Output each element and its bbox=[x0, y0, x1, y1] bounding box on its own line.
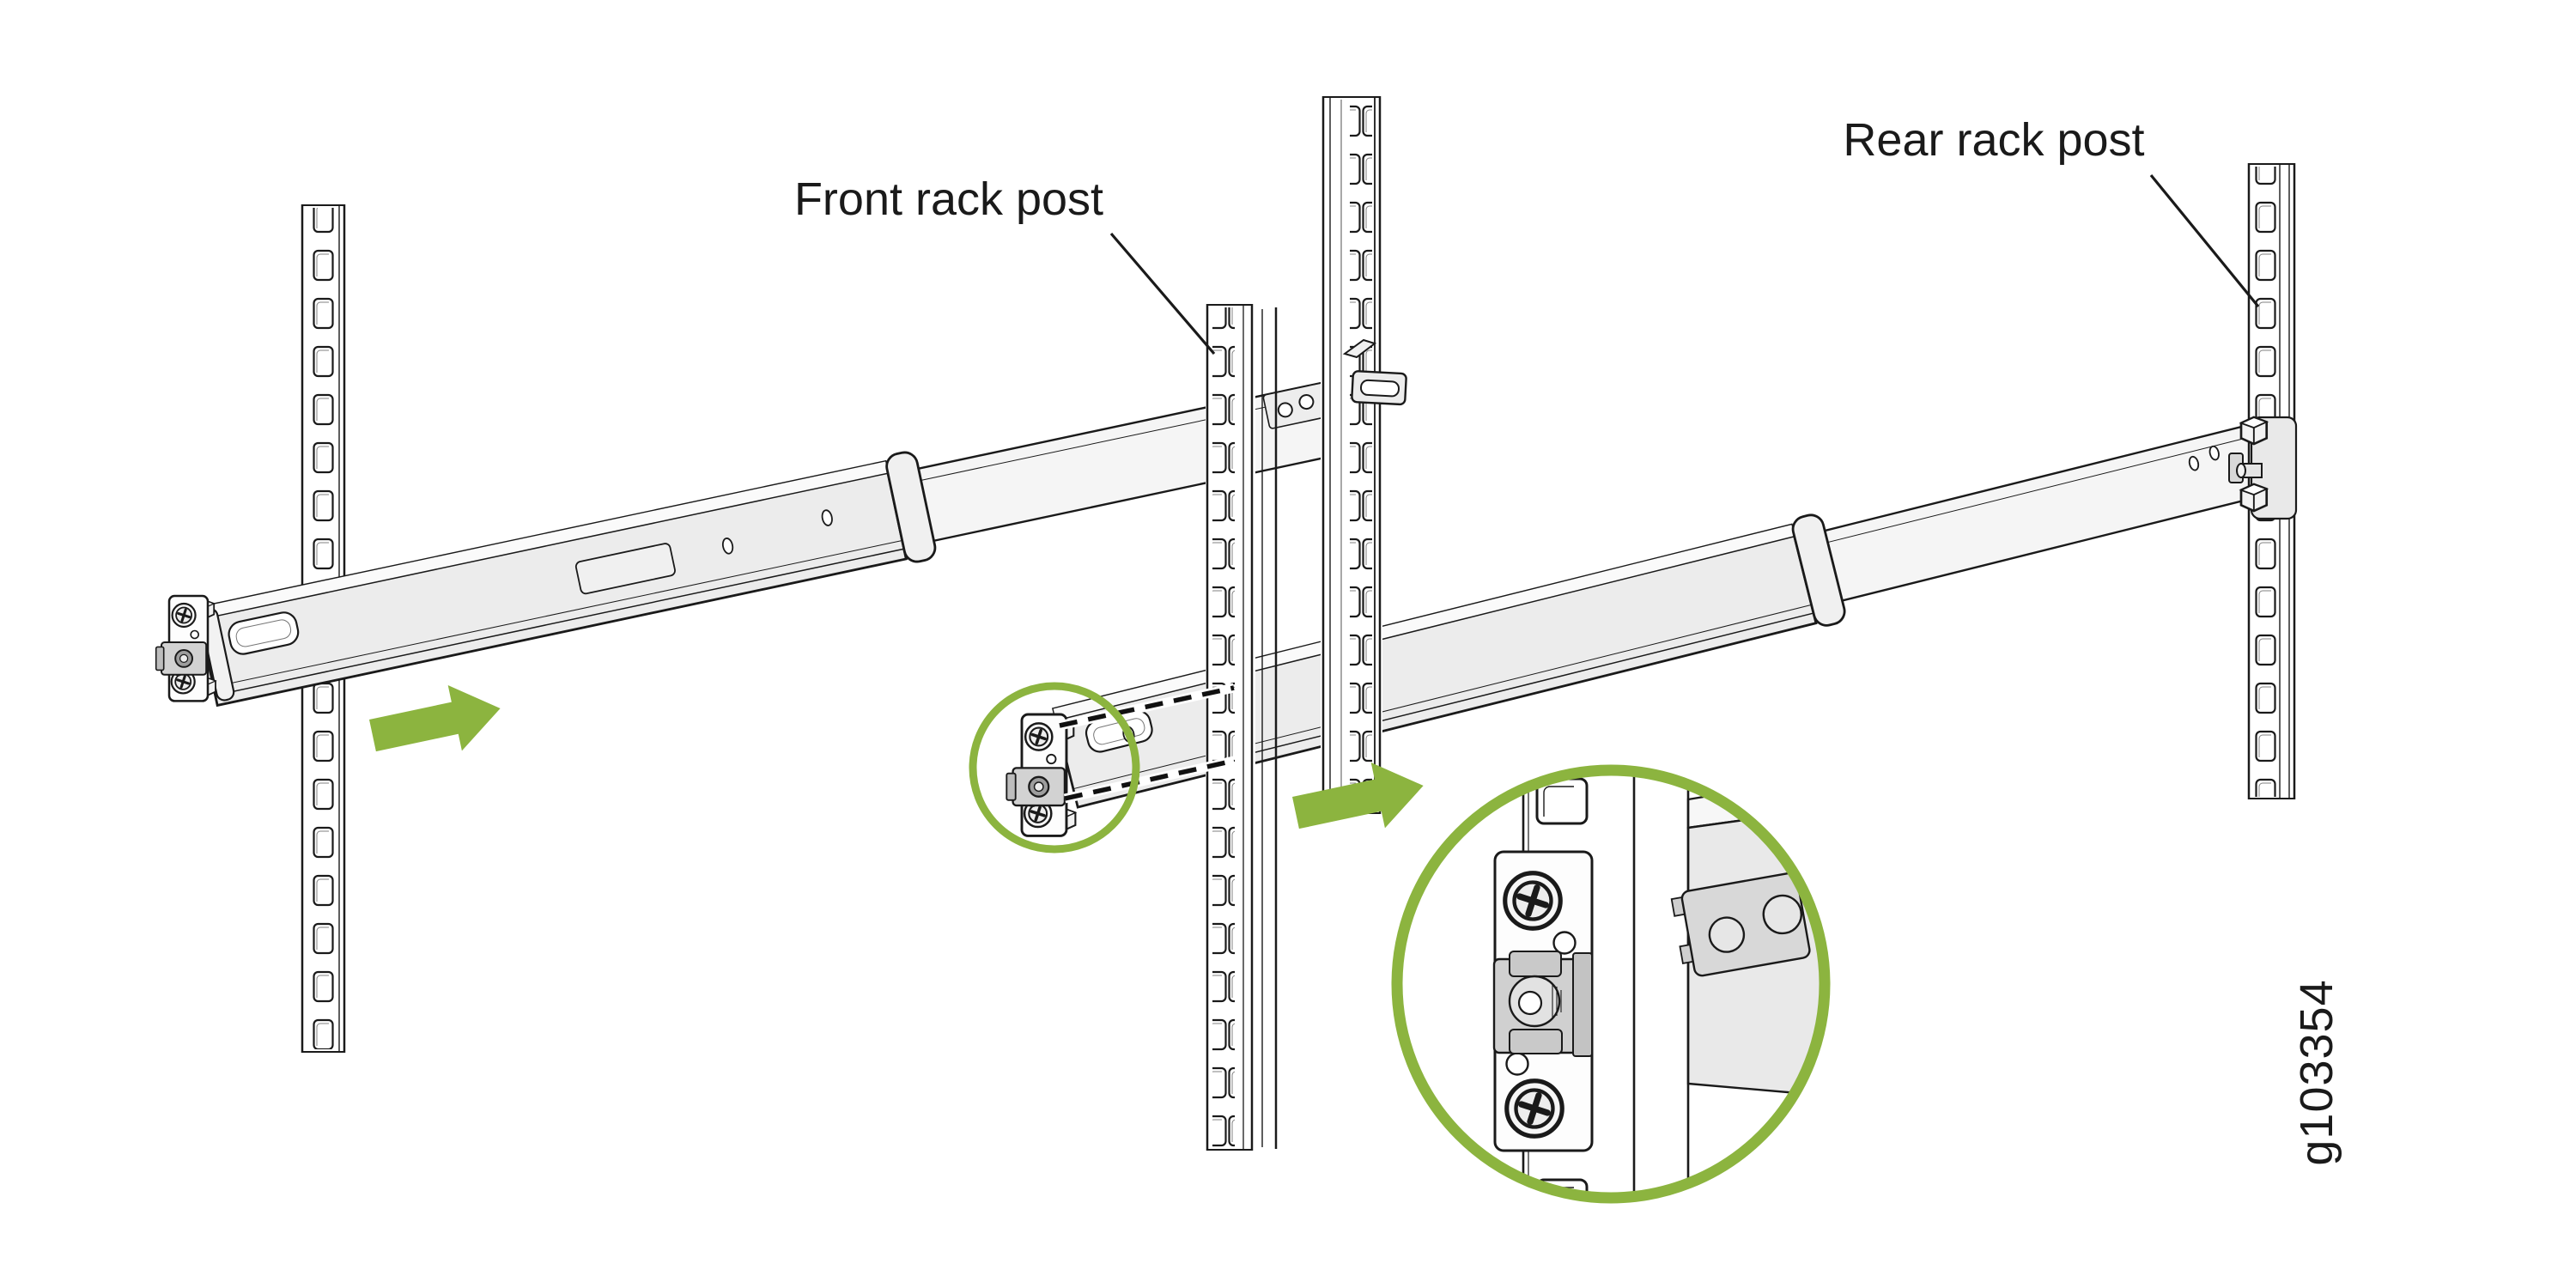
detail-callout-circle-small bbox=[969, 682, 1140, 854]
alignment-dashed-line-top bbox=[1059, 685, 1235, 728]
magnified-phillips-screw-icon bbox=[1505, 873, 1561, 929]
left-rail-front-bracket bbox=[156, 596, 216, 701]
left-rail-inner-section bbox=[914, 374, 1376, 544]
rear-peg-icon bbox=[2239, 483, 2269, 513]
magnifier-ring bbox=[1391, 764, 1831, 1204]
front-label-pointer-line bbox=[1109, 232, 1216, 355]
center-tall-rack-post bbox=[1321, 96, 1382, 814]
figure-id: g103354 bbox=[2291, 979, 2342, 1165]
magnified-phillips-screw-icon bbox=[1507, 1081, 1563, 1137]
front-rack-post-label: Front rack post bbox=[794, 173, 1103, 225]
post-hole-strip bbox=[1212, 307, 1235, 1147]
slide-direction-arrow-left-icon bbox=[365, 675, 507, 769]
right-rail-inner-section bbox=[1820, 424, 2263, 603]
right-rail-outer-section bbox=[1051, 523, 1818, 809]
magnifier-circle bbox=[1391, 764, 1831, 1204]
center-front-rack-post bbox=[1206, 304, 1278, 1151]
rear-peg-icon bbox=[2239, 416, 2269, 446]
telescope-joint-cap bbox=[1791, 513, 1846, 627]
rail-slot-window bbox=[228, 611, 300, 655]
annotations: Front rack post Rear rack post g103354 bbox=[794, 114, 2342, 1166]
right-rail-front-bracket bbox=[1006, 714, 1075, 835]
rear-pin-icon bbox=[2236, 463, 2246, 478]
rail-window bbox=[574, 543, 676, 595]
telescope-joint-cap bbox=[885, 451, 937, 563]
right-rail-rear-attachment bbox=[2228, 416, 2298, 520]
alignment-dashed-lines bbox=[1058, 683, 1236, 804]
post-hole-strip bbox=[1350, 101, 1372, 812]
magnified-cage-latch bbox=[1492, 951, 1594, 1057]
rear-rack-post-label: Rear rack post bbox=[1843, 114, 2144, 166]
magnified-rail-end-bracket bbox=[1670, 872, 1811, 977]
left-rail-rear-bracket bbox=[1342, 338, 1407, 406]
rear-label-pointer-line bbox=[2149, 173, 2260, 308]
